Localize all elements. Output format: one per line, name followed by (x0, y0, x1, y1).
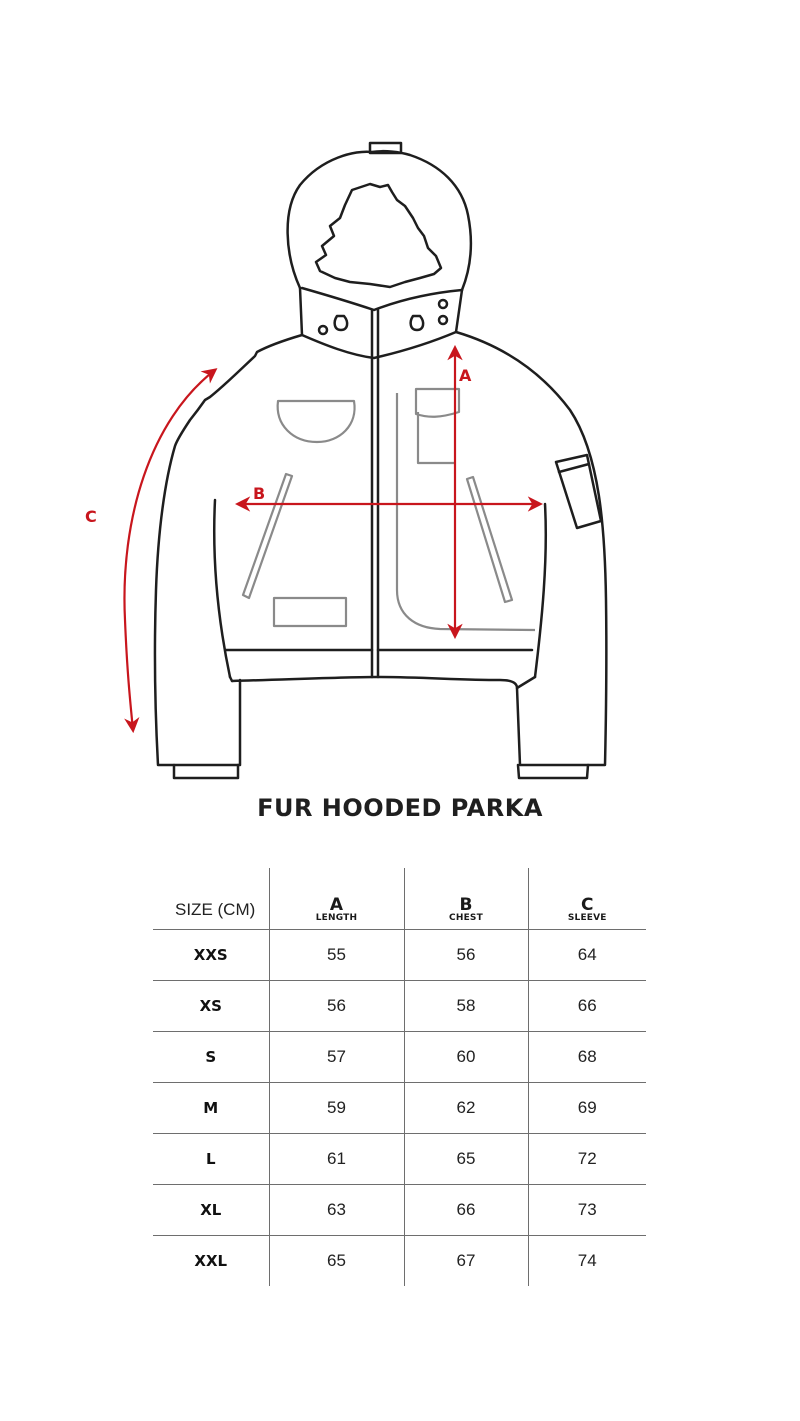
length-cell: 57 (269, 1031, 405, 1083)
product-title: FUR HOODED PARKA (257, 794, 543, 822)
length-cell: 61 (269, 1133, 405, 1185)
length-cell: 65 (269, 1235, 405, 1286)
sleeve-label: SLEEVE (567, 913, 607, 923)
sleeve-measure-arc (123, 368, 218, 734)
length-letter: A (329, 895, 344, 915)
length-cell: 59 (269, 1082, 405, 1134)
sleeve-cell: 68 (528, 1031, 646, 1083)
size-cell: L (153, 1133, 270, 1185)
jacket-outline (153, 141, 608, 780)
chest-cell: 60 (404, 1031, 529, 1083)
sleeve-letter: C (581, 895, 594, 915)
label-a: A (459, 366, 472, 385)
length-cell: 63 (269, 1184, 405, 1236)
sleeve-cell: 64 (528, 929, 646, 981)
size-chart: SIZE (CM) A LENGTH B CHEST C SLEEVE XXS … (153, 868, 646, 1286)
table-row: M 59 62 69 (153, 1082, 646, 1134)
parka-diagram (123, 141, 608, 780)
sleeve-cell: 72 (528, 1133, 646, 1185)
table-row: XXL 65 67 74 (153, 1235, 646, 1286)
length-cell: 55 (269, 929, 405, 981)
chest-cell: 56 (404, 929, 529, 981)
table-row: XXS 55 56 64 (153, 929, 646, 981)
label-c: C (85, 507, 97, 526)
sleeve-cell: 74 (577, 1251, 597, 1270)
sleeve-cell: 73 (528, 1184, 646, 1236)
length-cell: 56 (269, 980, 405, 1032)
label-b: B (253, 484, 266, 503)
size-cell: M (153, 1082, 270, 1134)
sleeve-cell: 69 (528, 1082, 646, 1134)
chest-cell: 58 (404, 980, 529, 1032)
length-column-header: A LENGTH (269, 868, 405, 930)
size-cell: S (153, 1031, 270, 1083)
chest-label: CHEST (449, 913, 483, 923)
chest-cell: 62 (404, 1082, 529, 1134)
table-row: L 61 65 72 (153, 1133, 646, 1185)
size-cell: XXS (153, 929, 270, 981)
size-chart-table: SIZE (CM) A LENGTH B CHEST C SLEEVE XXS … (153, 868, 646, 1286)
table-row: XL 63 66 73 (153, 1184, 646, 1236)
chest-cell: 67 (404, 1235, 529, 1286)
chest-cell: 65 (404, 1133, 529, 1185)
chest-cell: 66 (404, 1184, 529, 1236)
jacket-illustration: A B C (85, 141, 608, 780)
size-cell: XS (153, 980, 270, 1032)
size-column-header: SIZE (CM) (153, 868, 270, 930)
chest-column-header: B CHEST (404, 868, 529, 930)
sleeve-column-header: C SLEEVE (528, 868, 646, 930)
table-row: S 57 60 68 (153, 1031, 646, 1083)
table-header-row: SIZE (CM) A LENGTH B CHEST C SLEEVE (153, 868, 646, 930)
length-label: LENGTH (315, 913, 358, 923)
table-row: XS 56 58 66 (153, 980, 646, 1032)
size-cell: XL (153, 1184, 270, 1236)
sleeve-cell: 66 (528, 980, 646, 1032)
size-cell: XXL (153, 1235, 270, 1286)
jacket-details (241, 387, 536, 632)
measurement-guides (123, 344, 544, 734)
chest-letter: B (459, 895, 473, 915)
